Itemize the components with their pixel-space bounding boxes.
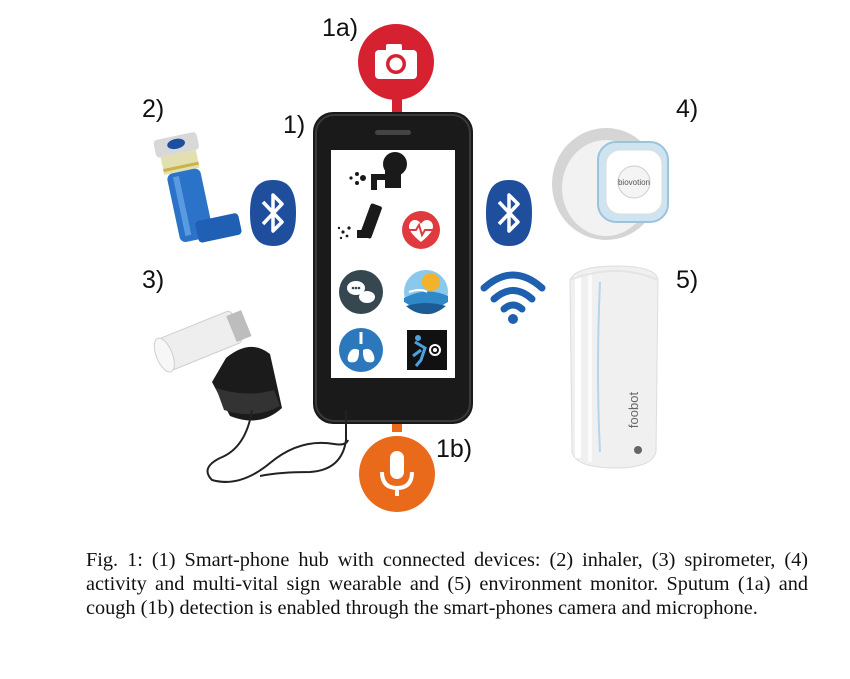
wifi-icon: [480, 268, 546, 326]
inhaler-app-icon: [338, 203, 383, 239]
figure-caption: Fig. 1: (1) Smart-phone hub with connect…: [86, 548, 808, 620]
bluetooth-icon: [250, 180, 296, 246]
phone-cable: [260, 410, 360, 490]
camera-icon: [356, 22, 436, 102]
wearable-device: biovotion: [548, 122, 680, 244]
activity-icon: [407, 330, 447, 370]
environment-monitor-device: foobot: [556, 262, 666, 474]
heart-rate-icon: [402, 211, 440, 249]
inhaler-device: [150, 130, 250, 260]
cough-icon: [349, 152, 407, 190]
weather-icon: [404, 270, 448, 314]
bluetooth-icon-right: [486, 180, 532, 246]
monitor-brand: foobot: [626, 392, 641, 429]
wearable-brand: biovotion: [618, 178, 650, 187]
microphone-icon: [357, 434, 437, 514]
